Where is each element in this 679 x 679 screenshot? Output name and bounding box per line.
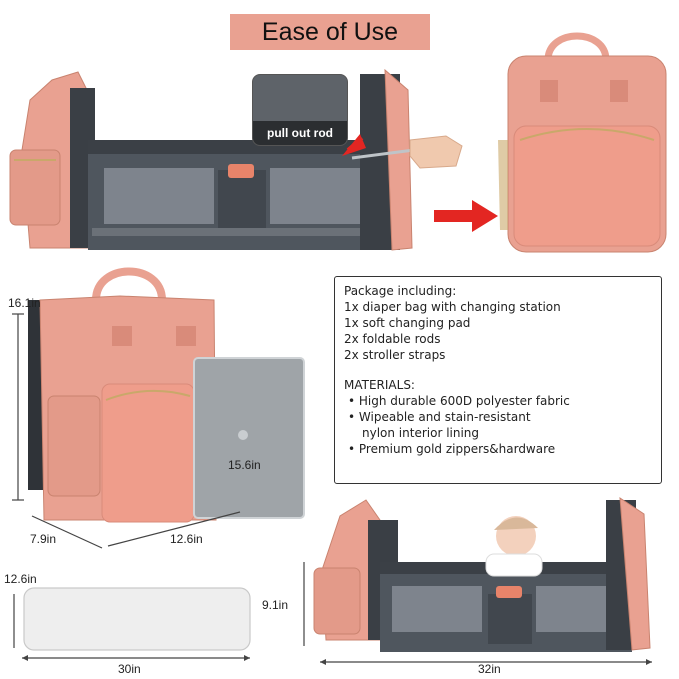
- package-heading: Package including:: [344, 284, 457, 298]
- changing-pad: [13, 587, 251, 661]
- arrow-icon: [434, 200, 498, 232]
- pad-width-label: 30in: [118, 662, 141, 676]
- materials-item: • High durable 600D polyester fabric: [348, 394, 570, 408]
- package-item: 2x stroller straps: [344, 348, 446, 362]
- package-info-box: Package including: 1x diaper bag with ch…: [334, 276, 662, 484]
- materials-heading: MATERIALS:: [344, 378, 415, 392]
- backpack-with-laptop: [28, 267, 305, 523]
- dimension-lines-bag: [12, 313, 241, 549]
- pad-height-label: 12.6in: [4, 572, 37, 586]
- bed-height-label: 9.1in: [262, 598, 289, 612]
- bag-height-label: 16.1in: [8, 296, 41, 310]
- bag-width-label: 12.6in: [170, 532, 203, 546]
- unfolded-bed-top: [9, 68, 463, 251]
- package-item: 1x diaper bag with changing station: [344, 300, 561, 314]
- materials-item: • Premium gold zippers&hardware: [348, 442, 556, 456]
- materials-item: nylon interior lining: [362, 426, 480, 440]
- folded-backpack: [498, 32, 667, 253]
- pull-out-rod-callout: pull out rod: [252, 74, 348, 146]
- bed-with-baby: [303, 497, 652, 665]
- bag-depth-label: 7.9in: [30, 532, 57, 546]
- pull-out-rod-label: pull out rod: [253, 121, 347, 145]
- laptop-size-label: 15.6in: [228, 458, 261, 472]
- package-item: 2x foldable rods: [344, 332, 441, 346]
- ease-of-use-banner: Ease of Use: [230, 14, 430, 50]
- bed-width-label: 32in: [478, 662, 501, 676]
- package-item: 1x soft changing pad: [344, 316, 471, 330]
- materials-item: • Wipeable and stain-resistant: [348, 410, 531, 424]
